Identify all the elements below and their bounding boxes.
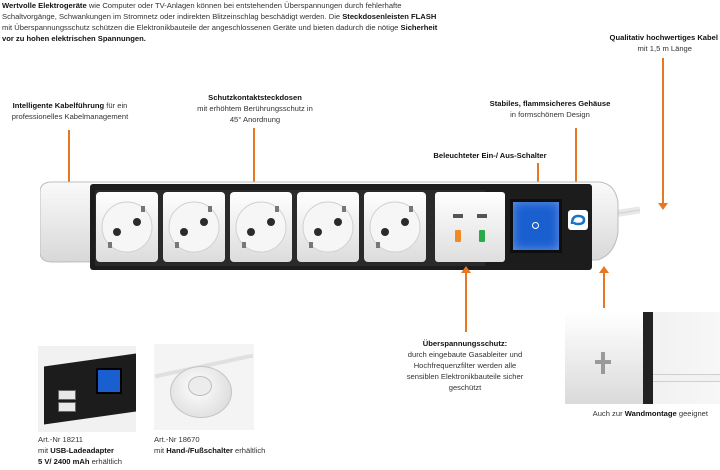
module-slot-left bbox=[453, 214, 463, 218]
wall-mount-caption: Auch zur Wandmontage geeignet bbox=[540, 408, 708, 419]
switch-title: Beleuchteter Ein-/ Aus-Schalter bbox=[433, 151, 547, 160]
surge-title: Überspannungsschutz: bbox=[422, 339, 508, 348]
surge-callout: Überspannungsschutz: durch eingebaute Ga… bbox=[390, 338, 540, 393]
power-strip bbox=[39, 172, 641, 272]
wall-mount-housing bbox=[565, 312, 653, 404]
switch-callout: Beleuchteter Ein-/ Aus-Schalter bbox=[420, 150, 560, 161]
module-slot-right bbox=[477, 214, 487, 218]
usb-bold: USB-Ladeadapter bbox=[50, 446, 114, 455]
housing-callout: Stabiles, flammsicheres Gehäuse in forms… bbox=[480, 98, 620, 120]
socket-row bbox=[96, 192, 426, 267]
cable-management-sub2: professionelles Kabelmanagement bbox=[11, 112, 129, 121]
cable-title: Qualitativ hochwertiges Kabel bbox=[609, 33, 718, 42]
wall-mount-photo bbox=[565, 312, 720, 404]
intro-bold-end: Sicherheit vor zu hohen elektrischen Spa… bbox=[2, 23, 438, 43]
intro-bold-lead: Wertvolle Elektrogeräte bbox=[2, 1, 87, 10]
foot-post: erhältlich bbox=[232, 446, 266, 455]
cable-management-callout: Intelligente Kabelführung für ein profes… bbox=[0, 100, 140, 122]
cable-subtitle: mit 1,5 m Länge bbox=[637, 44, 692, 53]
surge-line-2: Hochfrequenzfilter werden alle bbox=[413, 361, 517, 370]
foot-switch-caption: Art.-Nr 18670 mit Hand-/Fußschalter erhä… bbox=[154, 434, 304, 456]
led-green-icon bbox=[479, 230, 485, 242]
foot-art-number: Art.-Nr 18670 bbox=[154, 435, 200, 444]
usb-adapter-photo bbox=[38, 346, 136, 432]
sockets-sub2: 45° Anordnung bbox=[229, 115, 281, 124]
usb-port-icon bbox=[58, 390, 76, 400]
wall-mount-cable bbox=[653, 374, 720, 382]
usb-switch-icon bbox=[96, 368, 122, 394]
surge-protection-module bbox=[435, 192, 505, 262]
cable-management-sub1: für ein bbox=[104, 101, 128, 110]
wall-mount-pre: Auch zur bbox=[592, 409, 625, 418]
foot-switch-body bbox=[170, 366, 232, 418]
brand-logo-icon bbox=[568, 210, 588, 230]
usb-pre: mit bbox=[38, 446, 51, 455]
wall-mount-slot-bar bbox=[595, 360, 611, 364]
usb-spec: 5 V/ 2400 mAh bbox=[38, 457, 90, 466]
surge-arrow bbox=[461, 266, 471, 332]
sockets-title: Schutzkontaktsteckdosen bbox=[208, 93, 302, 102]
foot-switch-photo bbox=[154, 344, 254, 430]
intro-text-1: wie Computer oder TV-Anlagen können bei … bbox=[2, 1, 402, 21]
cable-callout: Qualitativ hochwertiges Kabel mit 1,5 m … bbox=[560, 32, 718, 54]
power-switch[interactable] bbox=[510, 199, 562, 253]
cable-management-title: Intelligente Kabelführung bbox=[12, 101, 105, 110]
surge-line-4: geschützt bbox=[448, 383, 482, 392]
wall-mount-bold: Wandmontage bbox=[624, 409, 677, 418]
housing-subtitle: in formschönem Design bbox=[510, 110, 590, 119]
cable-arrow bbox=[658, 58, 668, 210]
led-orange-icon bbox=[455, 230, 461, 242]
surge-line-1: durch eingebaute Gasableiter und bbox=[407, 350, 523, 359]
usb-housing-black bbox=[44, 353, 136, 425]
schuko-socket-icon bbox=[96, 192, 426, 262]
sockets-callout: Schutzkontaktsteckdosen mit erhöhtem Ber… bbox=[180, 92, 330, 125]
foot-switch-button-icon bbox=[188, 376, 212, 396]
usb-art-number: Art.-Nr 18211 bbox=[38, 435, 84, 444]
foot-bold: Hand-/Fußschalter bbox=[166, 446, 233, 455]
usb-caption: Art.-Nr 18211 mit USB-Ladeadapter 5 V/ 2… bbox=[38, 434, 168, 467]
housing-title: Stabiles, flammsicheres Gehäuse bbox=[489, 99, 611, 108]
intro-text-2: mit Überspannungsschutz schützen die Ele… bbox=[2, 23, 401, 32]
wall-mount-arrow bbox=[599, 266, 609, 308]
foot-pre: mit bbox=[154, 446, 167, 455]
wall-mount-post: geeignet bbox=[676, 409, 708, 418]
sockets-sub1: mit erhöhtem Berührungsschutz in bbox=[197, 104, 313, 113]
intro-paragraph: Wertvolle Elektrogeräte wie Computer ode… bbox=[2, 0, 442, 44]
usb-post: erhältlich bbox=[89, 457, 122, 466]
intro-bold-mid: Steckdosenleisten FLASH bbox=[342, 12, 437, 21]
power-switch-icon bbox=[532, 222, 539, 229]
usb-port-icon-2 bbox=[58, 402, 76, 412]
surge-line-3: sensiblen Elektronikbauteile sicher bbox=[406, 372, 524, 381]
